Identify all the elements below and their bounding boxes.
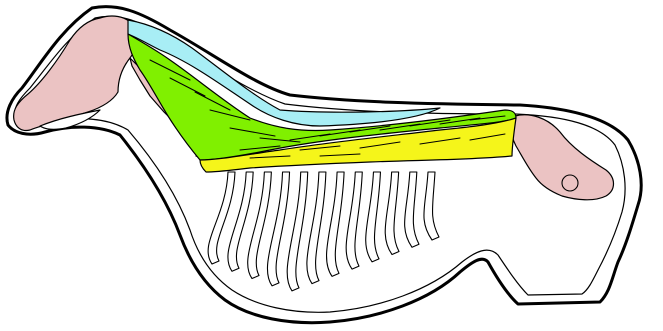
anatomy-diagram-stage (0, 0, 663, 331)
horse-back-anatomy-diagram (0, 0, 663, 331)
